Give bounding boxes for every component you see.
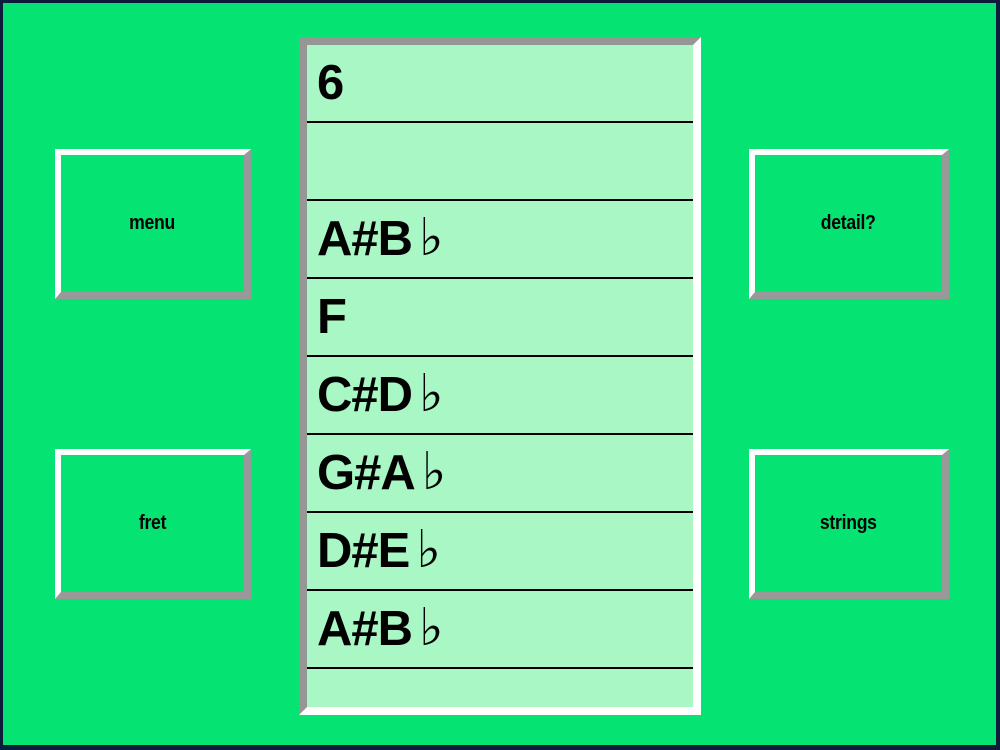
list-row-text: D#E♭ [317, 522, 441, 579]
list-row[interactable] [307, 669, 693, 707]
strings-button[interactable]: strings [749, 449, 949, 599]
list-row-text: F [317, 289, 347, 344]
list-row-text: C#D♭ [317, 366, 444, 423]
list-row[interactable]: G#A♭ [307, 435, 693, 513]
list-row[interactable]: F [307, 279, 693, 357]
list-row-text: 6 [317, 55, 344, 110]
detail-button-label: detail? [821, 212, 876, 234]
list-row[interactable]: 6 [307, 45, 693, 123]
flat-symbol-icon: ♭ [419, 210, 444, 267]
flat-symbol-icon: ♭ [419, 366, 444, 423]
list-row-note: 6 [317, 55, 344, 110]
list-row[interactable]: A#B♭ [307, 591, 693, 669]
flat-symbol-icon: ♭ [416, 522, 441, 579]
menu-button[interactable]: menu [55, 149, 251, 299]
list-row[interactable] [307, 123, 693, 201]
list-row-text: A#B♭ [317, 600, 444, 657]
list-row[interactable]: C#D♭ [307, 357, 693, 435]
list-row-note: D#E [317, 524, 410, 578]
strings-button-label: strings [820, 512, 877, 534]
list-row-note: F [317, 289, 347, 344]
menu-button-label: menu [129, 212, 176, 234]
list-row-note: A#B [317, 602, 413, 656]
flat-symbol-icon: ♭ [421, 444, 447, 501]
list-row-text: A#B♭ [317, 210, 444, 267]
fret-button[interactable]: fret [55, 449, 251, 599]
fret-button-label: fret [138, 512, 167, 534]
list-row-note: G#A [317, 446, 416, 500]
list-row[interactable]: D#E♭ [307, 513, 693, 591]
detail-button[interactable]: detail? [749, 149, 949, 299]
list-row[interactable]: A#B♭ [307, 201, 693, 279]
flat-symbol-icon: ♭ [419, 600, 444, 657]
list-row-note: A#B [317, 212, 413, 266]
list-row-text: G#A♭ [317, 444, 447, 501]
list-row-note: C#D [317, 368, 413, 422]
